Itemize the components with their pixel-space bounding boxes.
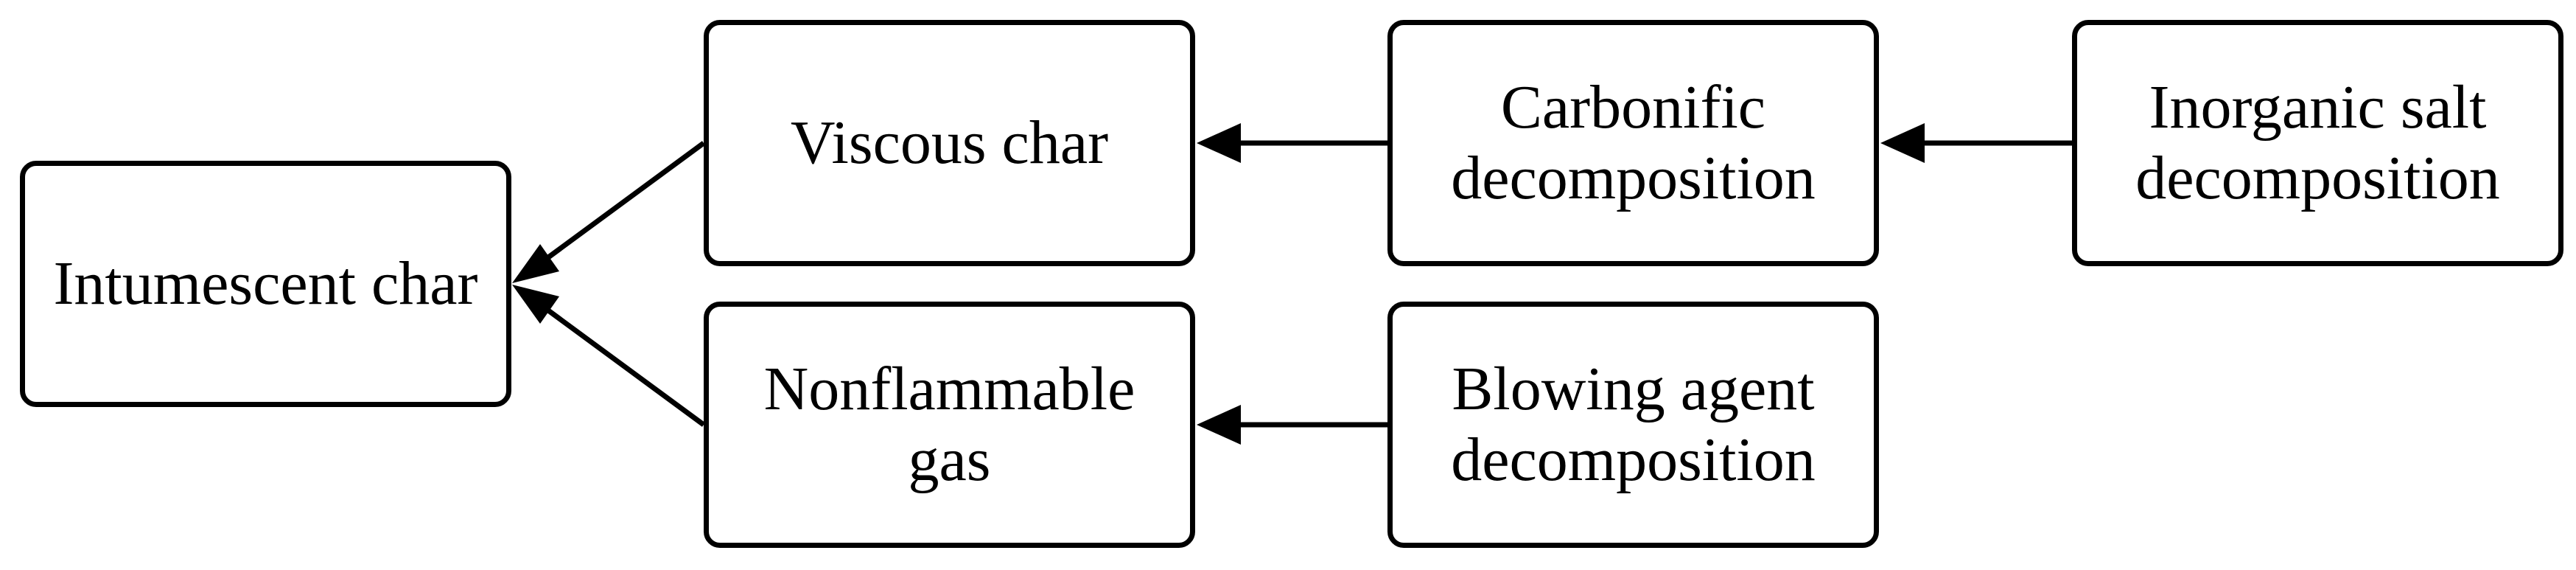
node-label: Intumescent char xyxy=(53,248,477,319)
node-inorganic-salt-decomposition: Inorganic salt decomposition xyxy=(2072,20,2563,266)
node-blowing-agent-decomposition: Blowing agent decomposition xyxy=(1387,302,1879,548)
arrow-viscous-to-intumescent xyxy=(543,141,706,262)
node-label-line: decomposition xyxy=(2135,144,2500,212)
node-label-line: Intumescent char xyxy=(53,249,478,318)
node-nonflammable-gas: Nonflammable gas xyxy=(704,302,1195,548)
node-label: Carbonific decomposition xyxy=(1451,72,1816,214)
arrow-nonflammable-to-intumescent xyxy=(543,306,706,427)
node-intumescent-char: Intumescent char xyxy=(20,161,511,407)
node-label: Viscous char xyxy=(791,108,1108,178)
node-label-line: Viscous char xyxy=(790,108,1109,177)
arrowhead-intumescent-lower xyxy=(512,285,559,324)
node-label-line: Carbonific xyxy=(1500,73,1766,142)
node-label-line: Inorganic salt xyxy=(2149,73,2487,142)
arrowhead-viscous xyxy=(1197,123,1241,163)
node-label-line: Blowing agent xyxy=(1452,355,1815,423)
node-label-line: Nonflammable xyxy=(763,355,1135,423)
node-label-line: decomposition xyxy=(1451,425,1816,494)
node-label: Blowing agent decomposition xyxy=(1451,354,1816,496)
arrowhead-nonflammable xyxy=(1197,405,1241,445)
node-label: Nonflammable gas xyxy=(764,354,1135,496)
arrowhead-intumescent-upper xyxy=(512,244,559,283)
node-viscous-char: Viscous char xyxy=(704,20,1195,266)
node-carbonific-decomposition: Carbonific decomposition xyxy=(1387,20,1879,266)
arrowhead-carbonific xyxy=(1880,123,1925,163)
node-label: Inorganic salt decomposition xyxy=(2135,72,2500,214)
node-label-line: gas xyxy=(908,425,991,494)
node-label-line: decomposition xyxy=(1451,144,1816,212)
